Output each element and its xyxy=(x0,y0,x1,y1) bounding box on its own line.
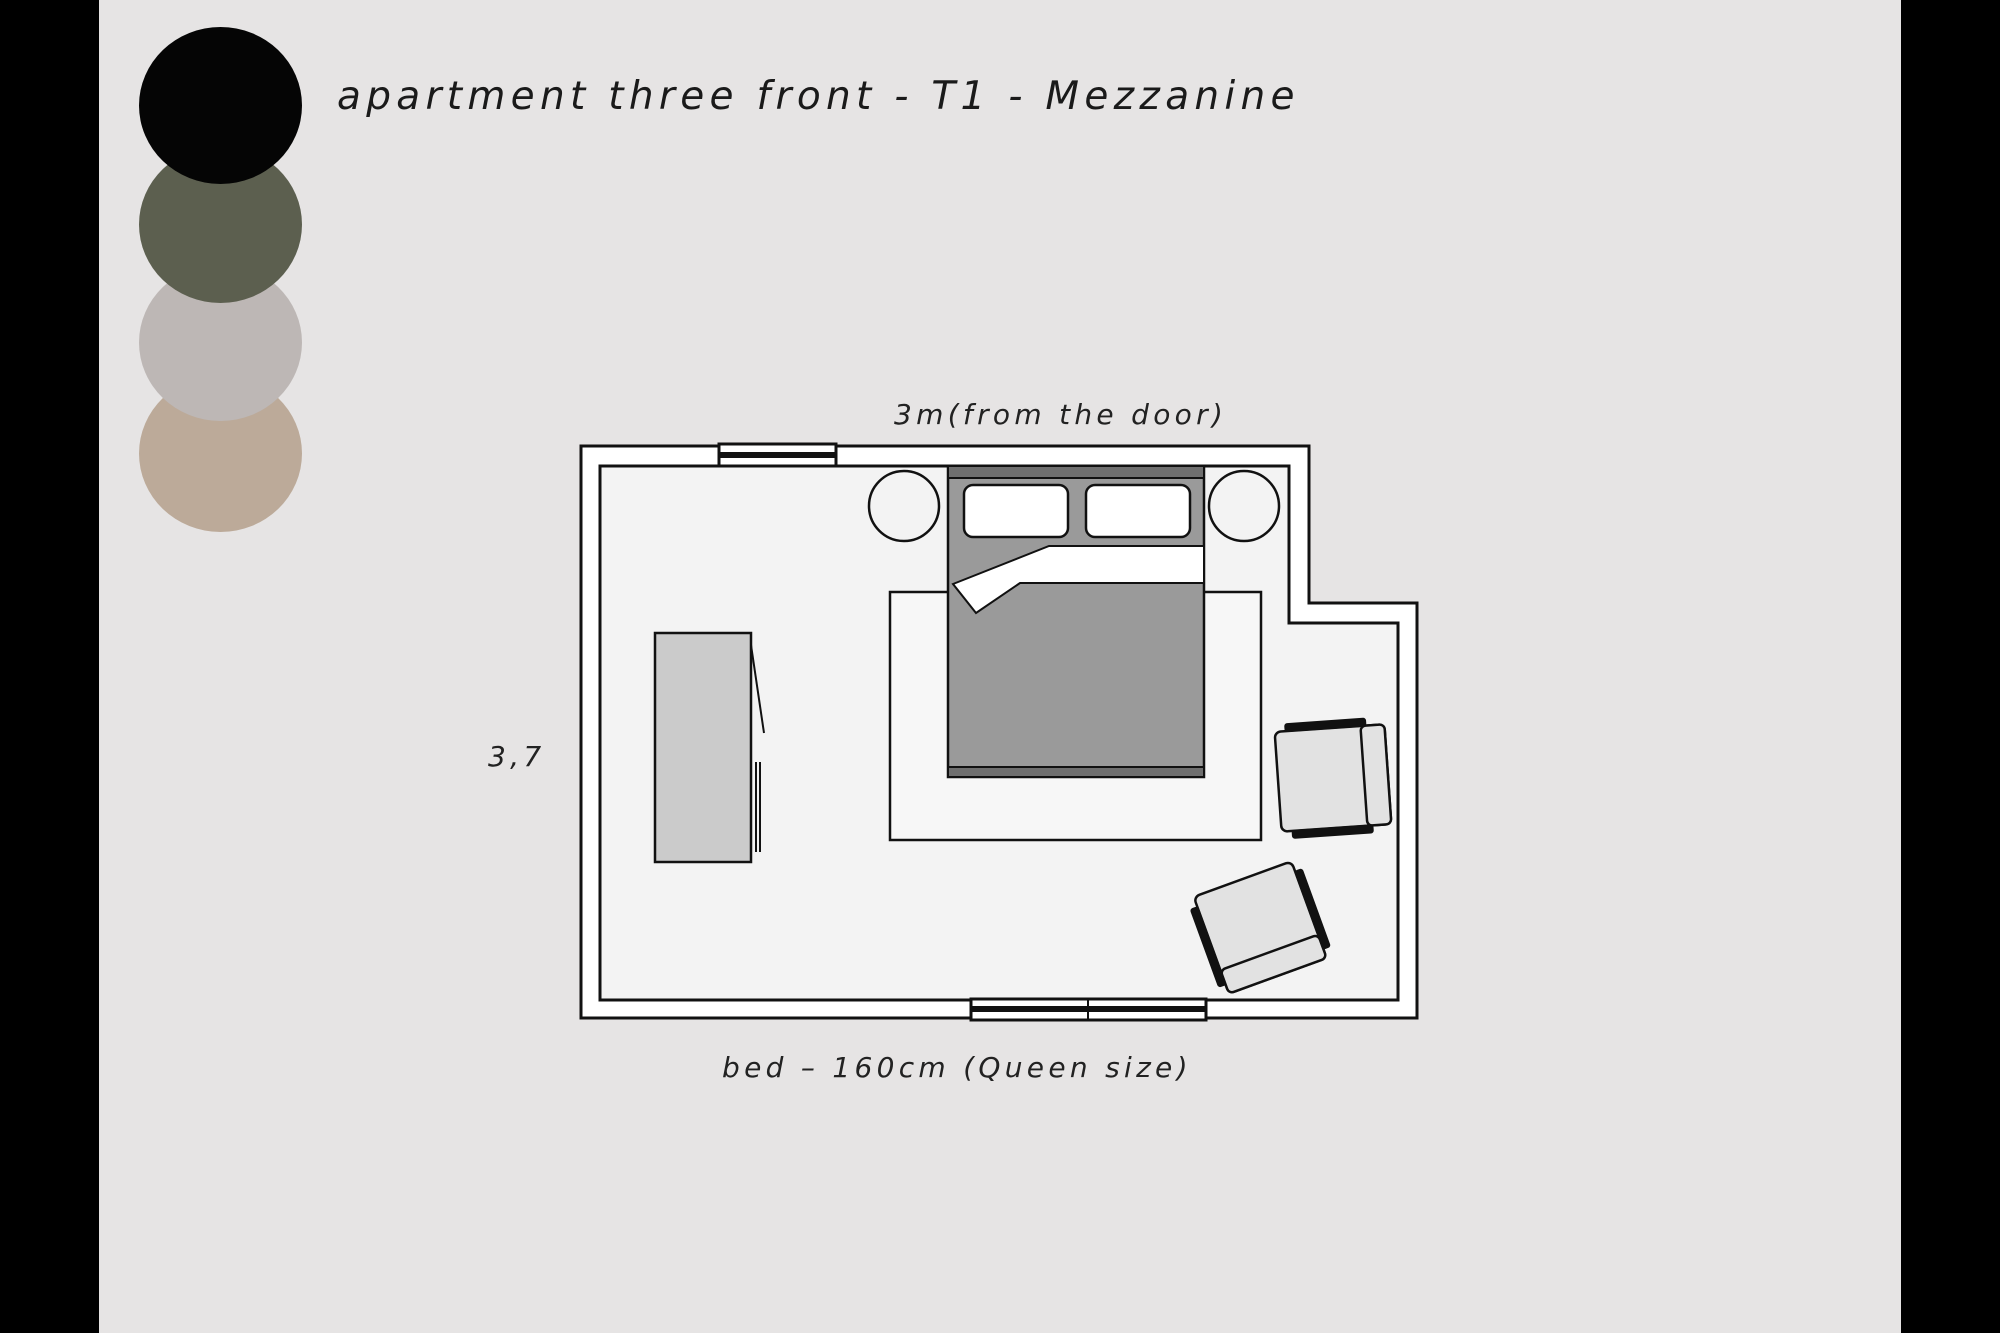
wardrobe xyxy=(653,631,765,864)
page-title: apartment three front - T1 - Mezzanine xyxy=(337,74,1300,119)
right-pillow xyxy=(1084,483,1192,539)
bottom-window xyxy=(969,997,1208,1022)
dimension-bottom-bed-size: bed – 160cm (Queen size) xyxy=(722,1051,1192,1084)
dimension-left: 3,7 xyxy=(488,740,546,773)
right-nightstand xyxy=(1207,469,1281,543)
dimension-top: 3m(from the door) xyxy=(894,398,1228,431)
left-pillow xyxy=(962,483,1070,539)
palette-swatch-black xyxy=(139,27,302,184)
left-nightstand xyxy=(867,469,941,543)
armchair-lower xyxy=(1190,861,1331,994)
top-window xyxy=(717,442,838,468)
armchair-upper xyxy=(1273,717,1393,839)
bed xyxy=(946,464,1206,779)
